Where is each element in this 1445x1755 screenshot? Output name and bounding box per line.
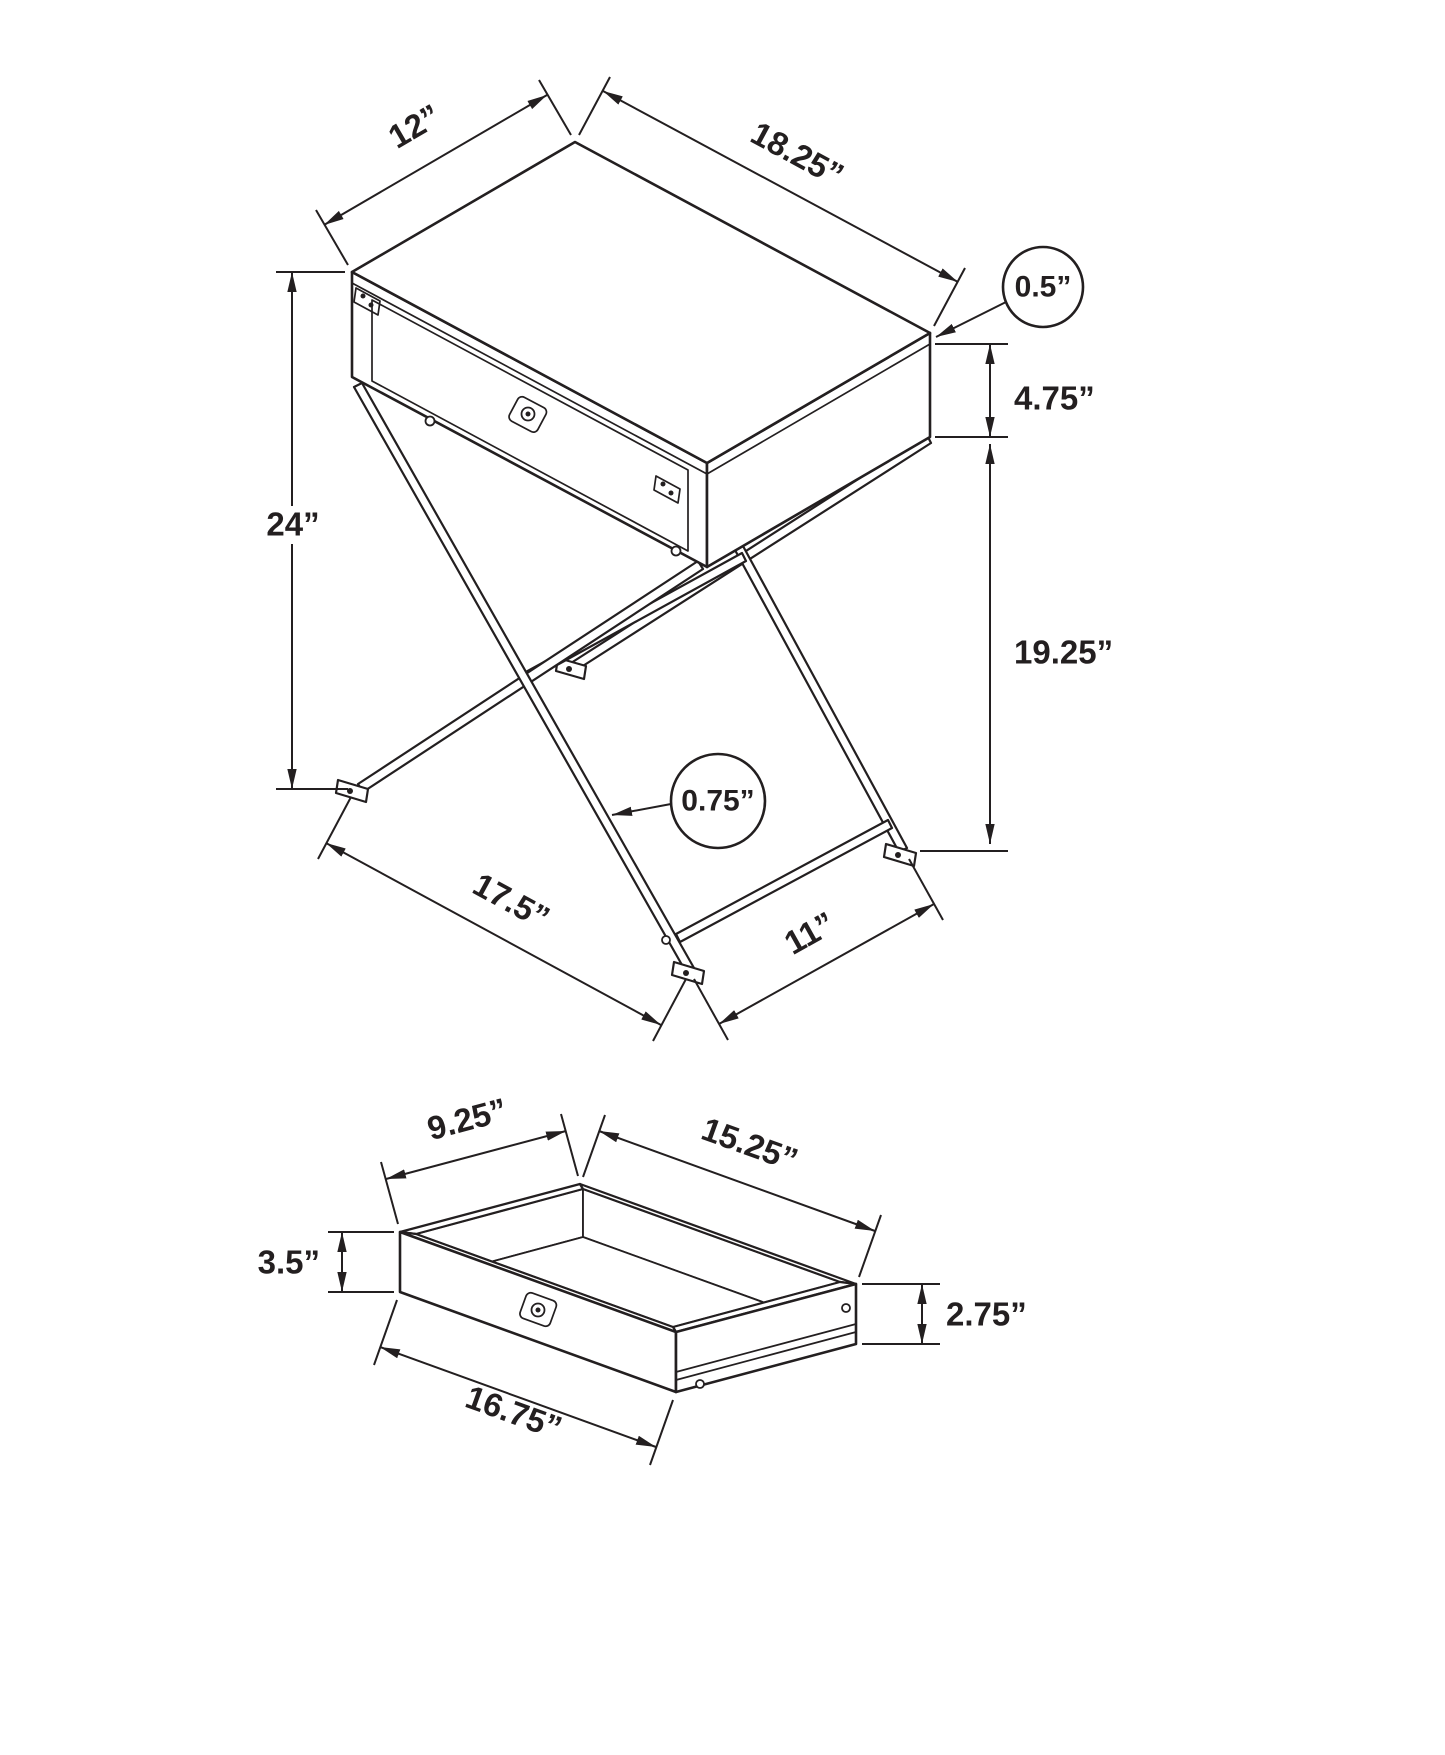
table-diagram: 12” 18.25” 0.5” 4.75” 19.25” xyxy=(266,76,1113,1042)
right-foot-pad xyxy=(895,852,901,858)
leg-bolt-left xyxy=(424,415,436,427)
dim-base-depth-label: 17.5” xyxy=(467,865,556,936)
callout-leg-thickness: 0.75” xyxy=(611,752,767,850)
dim-apron-height: 4.75” xyxy=(935,343,1095,438)
dim-top-depth-label: 12” xyxy=(382,97,447,156)
dim-overall-height-label: 24” xyxy=(266,506,319,543)
drawer-handle xyxy=(508,395,548,433)
dim-drawer-front-width-label: 16.75” xyxy=(461,1378,567,1447)
dim-base-width-label: 11” xyxy=(778,904,841,961)
dim-base-depth: 17.5” xyxy=(317,796,687,1042)
handle-plate xyxy=(508,395,548,433)
dim-drawer-inner-depth-label: 9.25” xyxy=(423,1091,511,1148)
corner-bracket-bottom xyxy=(653,475,681,504)
dim-overall-height: 24” xyxy=(266,271,348,790)
front-foot-pad xyxy=(683,970,689,976)
dim-leg-height-label: 19.25” xyxy=(1014,634,1113,671)
left-foot-pad xyxy=(347,788,353,794)
dim-apron-height-label: 4.75” xyxy=(1014,380,1095,417)
handle-ring-center-2 xyxy=(535,1307,541,1313)
stretcher-screw xyxy=(661,935,671,945)
handle-ring-center xyxy=(525,411,531,417)
dim-leg-height: 19.25” xyxy=(920,444,1113,852)
drawer-panel-seam xyxy=(371,299,689,552)
callout-leg-thickness-label: 0.75” xyxy=(681,785,754,818)
drawer-diagram: 9.25” 15.25” 3.5” 2.75” 16.7 xyxy=(258,1091,1027,1466)
back-left-foot-pad xyxy=(566,666,572,672)
dim-base-width: 11” xyxy=(693,858,944,1041)
tabletop-thickness-edge xyxy=(351,282,931,475)
dim-drawer-inner-width-label: 15.25” xyxy=(697,1110,803,1179)
dim-drawer-side-height: 3.5” xyxy=(258,1231,394,1293)
drawer-slide-rail xyxy=(675,1323,857,1381)
dim-drawer-back-height-label: 2.75” xyxy=(946,1296,1027,1333)
callout-top-thickness: 0.5” xyxy=(935,245,1085,338)
dim-drawer-side-height-label: 3.5” xyxy=(258,1244,320,1281)
callout-top-thickness-label: 0.5” xyxy=(1015,271,1072,304)
rail-screw-back xyxy=(841,1303,851,1313)
dim-drawer-back-height: 2.75” xyxy=(862,1283,1027,1345)
leg-bolt-right xyxy=(670,545,682,557)
dim-top-width-label: 18.25” xyxy=(745,114,850,194)
drawer-handle-2 xyxy=(519,1291,558,1328)
front-leg-right xyxy=(356,559,705,794)
handle-plate-2 xyxy=(519,1291,558,1328)
rail-screw-front xyxy=(695,1379,705,1389)
corner-bracket-top xyxy=(353,287,381,316)
